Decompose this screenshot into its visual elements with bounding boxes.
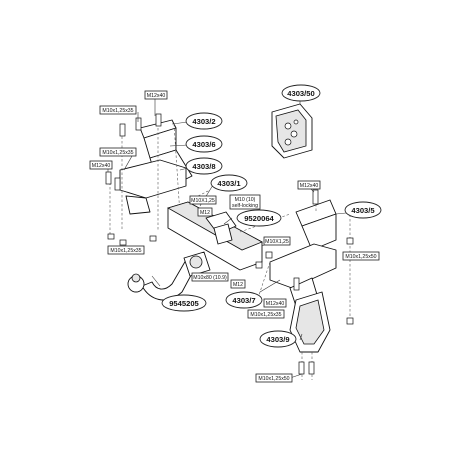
svg-text:M10x80 (10.9): M10x80 (10.9) bbox=[193, 275, 227, 281]
svg-text:M10x1,25x35: M10x1,25x35 bbox=[102, 150, 133, 156]
svg-text:M12: M12 bbox=[200, 210, 210, 216]
label-m10-self-locking: M10 (10) self-locking bbox=[229, 194, 261, 210]
label-m12-a: M12 bbox=[197, 207, 213, 217]
svg-text:M10 (10): M10 (10) bbox=[235, 197, 256, 203]
label-m10x125x35-a: M10x1,25x35 bbox=[99, 105, 137, 115]
callout-4303-6: 4303/6 bbox=[185, 135, 223, 153]
callout-9520064-text: 9520064 bbox=[244, 214, 274, 223]
label-m10x125x35-b: M10x1,25x35 bbox=[99, 147, 137, 157]
label-m10x125: M10X1,25 bbox=[189, 195, 217, 205]
callout-9545205: 9545205 bbox=[161, 294, 207, 312]
label-m10x125x50-right: M10x1,25x50 bbox=[342, 251, 380, 261]
callout-4303-50-text: 4303/50 bbox=[287, 89, 314, 98]
svg-text:M12x40: M12x40 bbox=[266, 301, 285, 307]
callout-4303-5: 4303/5 bbox=[344, 201, 382, 219]
callout-9520064: 9520064 bbox=[236, 209, 282, 227]
callout-4303-7-text: 4303/7 bbox=[232, 296, 255, 305]
callout-4303-6-text: 4303/6 bbox=[192, 140, 215, 149]
upper-left-bolts bbox=[105, 113, 185, 246]
svg-text:M10x1,25x50: M10x1,25x50 bbox=[345, 254, 376, 260]
svg-text:M10X1,25: M10X1,25 bbox=[265, 239, 289, 245]
tow-ball-drawing bbox=[127, 251, 211, 301]
svg-text:M10x1,25x50: M10x1,25x50 bbox=[258, 376, 289, 382]
label-m12-b: M12 bbox=[230, 279, 246, 289]
svg-text:M12x40: M12x40 bbox=[92, 163, 111, 169]
callout-4303-2: 4303/2 bbox=[185, 112, 223, 130]
svg-text:M12: M12 bbox=[233, 282, 243, 288]
label-m10x125x35-left-low: M10x1,25x35 bbox=[107, 245, 145, 255]
callout-4303-2-text: 4303/2 bbox=[192, 117, 215, 126]
svg-text:M12x40: M12x40 bbox=[147, 93, 166, 99]
label-m12x40-low: M12x40 bbox=[263, 298, 287, 308]
label-m10x125-right: M10X1,25 bbox=[263, 236, 291, 246]
label-m12x40-right: M12x40 bbox=[297, 180, 321, 190]
callout-4303-1: 4303/1 bbox=[210, 174, 248, 192]
svg-text:M10x1,25x35: M10x1,25x35 bbox=[250, 312, 281, 318]
upper-left-bracket-drawing bbox=[109, 119, 193, 236]
label-m10x125x50-bottom: M10x1,25x50 bbox=[255, 373, 293, 383]
label-m12x40-left: M12x40 bbox=[89, 160, 113, 170]
callout-4303-5-text: 4303/5 bbox=[351, 206, 375, 215]
callout-4303-7: 4303/7 bbox=[225, 291, 263, 309]
callout-9545205-text: 9545205 bbox=[169, 299, 199, 308]
socket-module-drawing bbox=[271, 103, 313, 159]
label-m12x40-top: M12x40 bbox=[144, 90, 168, 100]
label-m10x80: M10x80 (10.9) bbox=[191, 272, 229, 282]
right-bolts bbox=[255, 189, 354, 325]
svg-text:M10x1,25x35: M10x1,25x35 bbox=[110, 248, 141, 254]
callout-4303-50: 4303/50 bbox=[281, 84, 321, 102]
lower-reinforcement-drawing bbox=[289, 291, 331, 380]
callout-4303-9: 4303/9 bbox=[259, 330, 297, 348]
callout-4303-9-text: 4303/9 bbox=[266, 335, 289, 344]
svg-text:M10X1,25: M10X1,25 bbox=[191, 198, 215, 204]
svg-text:self-locking: self-locking bbox=[232, 203, 258, 209]
callout-4303-8: 4303/8 bbox=[185, 157, 223, 175]
svg-text:M10x1,25x35: M10x1,25x35 bbox=[102, 108, 133, 114]
svg-text:M12x40: M12x40 bbox=[300, 183, 319, 189]
callout-4303-1-text: 4303/1 bbox=[217, 179, 241, 188]
callout-4303-8-text: 4303/8 bbox=[192, 162, 215, 171]
main-crossbar-drawing bbox=[166, 189, 291, 271]
label-m10x125x35-low: M10x1,25x35 bbox=[247, 309, 285, 319]
